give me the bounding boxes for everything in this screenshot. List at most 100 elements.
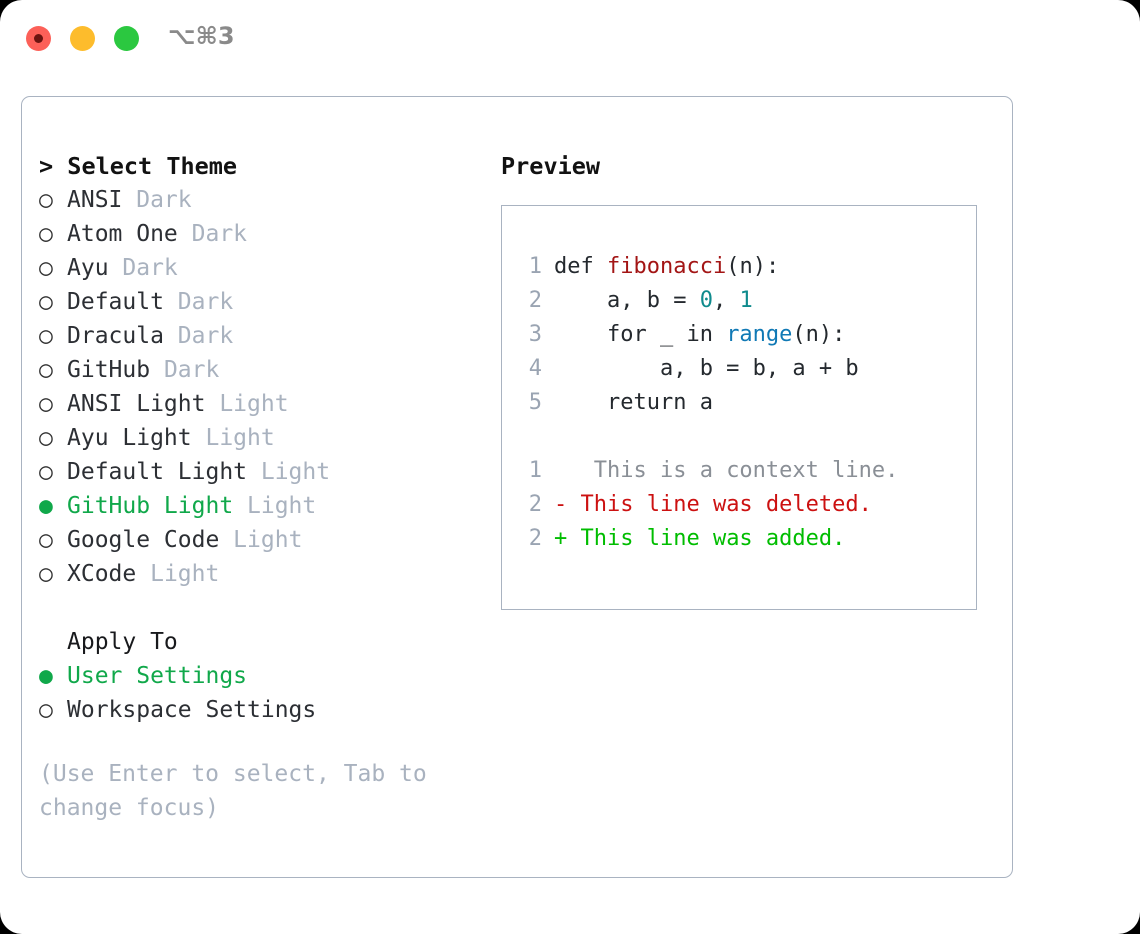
theme-name: Default — [67, 289, 164, 315]
theme-name: ANSI — [67, 187, 123, 213]
radio-unselected-icon: ○ — [39, 323, 53, 349]
maximize-window-button[interactable] — [114, 26, 139, 51]
theme-list-item[interactable]: ○Google Code Light — [39, 523, 469, 557]
code-token: (n): — [792, 322, 846, 347]
theme-name: GitHub — [67, 357, 151, 383]
code-diff-spacer — [520, 420, 976, 454]
theme-name: Ayu — [67, 255, 109, 281]
line-number: 2 — [528, 288, 542, 313]
theme-name: Ayu Light — [67, 425, 192, 451]
diff-line: 1 This is a context line. — [520, 454, 976, 488]
radio-unselected-icon: ○ — [39, 391, 53, 417]
diff-sample: 1 This is a context line.2- This line wa… — [520, 454, 976, 556]
code-token: return a — [554, 390, 713, 415]
code-token: 0 — [699, 288, 713, 313]
theme-list-item[interactable]: ○ Ayu Dark — [39, 251, 469, 285]
diff-line: 2 + This line was added. — [520, 522, 976, 556]
code-line: 4 a, b = b, a + b — [520, 352, 976, 386]
radio-unselected-icon: ○ — [39, 459, 53, 485]
diff-sign — [554, 458, 567, 483]
window-titlebar: ⌥⌘3 — [0, 0, 1140, 78]
close-window-button[interactable] — [26, 26, 51, 51]
code-token: , — [712, 288, 740, 313]
theme-name: Default Light — [67, 459, 248, 485]
radio-unselected-icon: ○ — [39, 187, 53, 213]
theme-picker-card: > Select Theme ○ANSI Dark○Atom One Dark○… — [21, 96, 1013, 878]
diff-text: This line was deleted. — [567, 492, 872, 517]
theme-list-item[interactable]: ○ ANSI Dark — [39, 183, 469, 217]
radio-selected-icon: ● — [39, 663, 53, 689]
apply-to-header: Apply To — [67, 629, 178, 655]
diff-sign: + — [554, 526, 568, 551]
line-number: 5 — [528, 390, 542, 415]
select-theme-header: > Select Theme — [39, 152, 238, 180]
theme-list-item[interactable]: ○Dracula Dark — [39, 319, 469, 353]
theme-variant-tag: Light — [136, 561, 220, 587]
code-token: a, b = b, a + b — [554, 356, 859, 381]
theme-variant-tag: Light — [205, 391, 289, 417]
keyboard-hint-text: (Use Enter to select, Tab to change focu… — [39, 761, 441, 821]
preview-title: Preview — [501, 152, 601, 180]
line-number: 2 — [528, 526, 542, 551]
code-token: a, b = — [554, 288, 700, 313]
diff-text: This is a context line. — [567, 458, 899, 483]
minimize-window-button[interactable] — [70, 26, 95, 51]
code-line: 5 return a — [520, 386, 976, 420]
theme-variant-tag: Dark — [122, 187, 192, 213]
code-token: range — [726, 322, 793, 347]
line-number: 1 — [528, 254, 542, 279]
code-token: def — [554, 254, 607, 279]
theme-variant-tag: Dark — [108, 255, 178, 281]
apply-to-label: User Settings — [67, 663, 248, 689]
radio-unselected-icon: ○ — [39, 425, 53, 451]
theme-variant-tag: Dark — [163, 323, 234, 349]
theme-list-item[interactable]: ○XCode Light — [39, 557, 469, 591]
radio-unselected-icon: ○ — [39, 255, 53, 281]
theme-name: XCode — [67, 561, 137, 587]
radio-selected-icon: ● — [39, 493, 53, 519]
diff-sign: - — [554, 492, 568, 517]
theme-list: ○ANSI Dark○Atom One Dark○Ayu Dark○Defaul… — [39, 183, 469, 591]
apply-to-option[interactable]: ○ Workspace Settings — [39, 693, 469, 727]
traffic-light-buttons — [26, 26, 139, 51]
code-token: fibonacci — [606, 254, 727, 279]
theme-variant-tag: Dark — [150, 357, 220, 383]
apply-to-option[interactable]: ● User Settings — [39, 659, 469, 693]
code-line: 3 for _ in range(n): — [520, 318, 976, 352]
theme-list-item[interactable]: ○ Default Dark — [39, 285, 469, 319]
theme-variant-tag: Dark — [163, 289, 234, 315]
diff-line: 2- This line was deleted. — [520, 488, 976, 522]
theme-variant-tag: Light — [247, 459, 331, 485]
line-number: 3 — [528, 322, 542, 347]
theme-variant-tag: Light — [219, 527, 303, 553]
theme-variant-tag: Dark — [177, 221, 248, 247]
theme-list-item[interactable]: ● GitHub Light Light — [39, 489, 469, 523]
code-token: (n): — [726, 254, 780, 279]
keyboard-shortcut-label: ⌥⌘3 — [168, 22, 235, 50]
code-token: for _ in — [554, 322, 727, 347]
code-line: 2 a, b = 0, 1 — [520, 284, 976, 318]
theme-variant-tag: Light — [191, 425, 275, 451]
radio-unselected-icon: ○ — [39, 221, 53, 247]
code-line: 1 def fibonacci(n): — [520, 250, 976, 284]
radio-unselected-icon: ○ — [39, 357, 53, 383]
line-number: 4 — [528, 356, 542, 381]
theme-list-item[interactable]: ○ Default Light Light — [39, 455, 469, 489]
theme-list-item[interactable]: ○ Ayu Light Light — [39, 421, 469, 455]
theme-name: GitHub Light — [67, 493, 234, 519]
line-number: 1 — [528, 458, 542, 483]
theme-list-item[interactable]: ○Atom One Dark — [39, 217, 469, 251]
apply-to-label: Workspace Settings — [67, 697, 317, 723]
theme-name: Google Code — [67, 527, 220, 553]
radio-unselected-icon: ○ — [39, 697, 53, 723]
diff-text: This line was added. — [567, 526, 846, 551]
theme-selection-column: > Select Theme ○ANSI Dark○Atom One Dark○… — [39, 149, 469, 825]
theme-variant-tag: Light — [233, 493, 317, 519]
theme-list-item[interactable]: ○ GitHub Dark — [39, 353, 469, 387]
theme-list-item[interactable]: ○ANSI Light Light — [39, 387, 469, 421]
radio-unselected-icon: ○ — [39, 289, 53, 315]
section-spacer — [39, 591, 469, 625]
